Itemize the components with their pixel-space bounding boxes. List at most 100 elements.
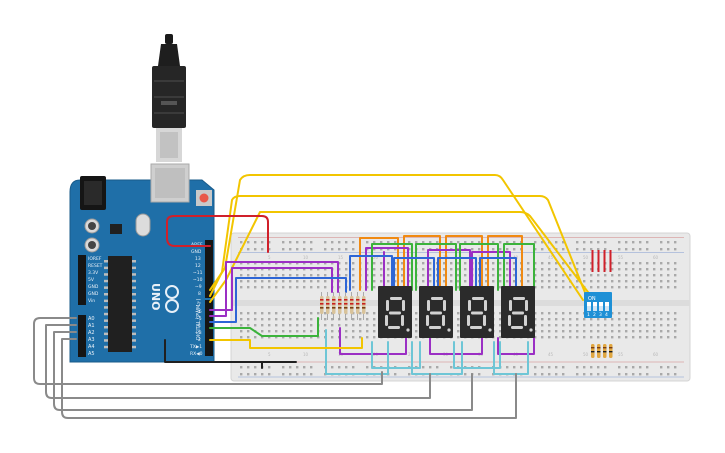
breadboard-hole[interactable] (667, 268, 670, 271)
breadboard-hole[interactable] (317, 274, 320, 277)
breadboard-hole[interactable] (275, 330, 278, 333)
breadboard-hole[interactable] (576, 248, 579, 251)
breadboard-hole[interactable] (618, 318, 621, 321)
breadboard-hole[interactable] (632, 280, 635, 283)
breadboard-hole[interactable] (394, 280, 397, 283)
wire-orange[interactable] (359, 237, 399, 291)
breadboard-hole[interactable] (576, 336, 579, 339)
breadboard-hole[interactable] (548, 262, 551, 265)
breadboard-hole[interactable] (548, 330, 551, 333)
breadboard-hole[interactable] (296, 373, 299, 376)
breadboard-hole[interactable] (240, 286, 243, 289)
breadboard-hole[interactable] (660, 312, 663, 315)
breadboard-hole[interactable] (247, 262, 250, 265)
breadboard-hole[interactable] (289, 262, 292, 265)
breadboard-hole[interactable] (254, 324, 257, 327)
breadboard-hole[interactable] (667, 373, 670, 376)
breadboard-hole[interactable] (464, 268, 467, 271)
breadboard-hole[interactable] (555, 312, 558, 315)
pull-down-resistors[interactable] (591, 250, 613, 358)
breadboard-hole[interactable] (597, 373, 600, 376)
breadboard-hole[interactable] (632, 366, 635, 369)
breadboard-hole[interactable] (590, 248, 593, 251)
breadboard-hole[interactable] (303, 373, 306, 376)
breadboard-hole[interactable] (562, 274, 565, 277)
breadboard-hole[interactable] (289, 268, 292, 271)
breadboard-hole[interactable] (646, 318, 649, 321)
breadboard-hole[interactable] (268, 274, 271, 277)
wire-teal[interactable] (453, 341, 501, 369)
breadboard-hole[interactable] (289, 373, 292, 376)
breadboard-hole[interactable] (275, 318, 278, 321)
wire-green[interactable] (503, 243, 535, 291)
breadboard-hole[interactable] (618, 336, 621, 339)
breadboard-hole[interactable] (387, 274, 390, 277)
breadboard-hole[interactable] (520, 366, 523, 369)
wire-purple[interactable] (209, 261, 339, 317)
breadboard-hole[interactable] (268, 248, 271, 251)
breadboard-hole[interactable] (436, 241, 439, 244)
breadboard-hole[interactable] (275, 324, 278, 327)
breadboard-hole[interactable] (331, 330, 334, 333)
breadboard-hole[interactable] (583, 268, 586, 271)
breadboard-hole[interactable] (401, 280, 404, 283)
breadboard-hole[interactable] (506, 262, 509, 265)
breadboard-hole[interactable] (555, 330, 558, 333)
breadboard-hole[interactable] (268, 286, 271, 289)
breadboard-hole[interactable] (317, 336, 320, 339)
breadboard-hole[interactable] (408, 274, 411, 277)
breadboard-hole[interactable] (604, 336, 607, 339)
breadboard-hole[interactable] (534, 280, 537, 283)
breadboard-hole[interactable] (324, 324, 327, 327)
breadboard-hole[interactable] (541, 280, 544, 283)
breadboard-hole[interactable] (366, 286, 369, 289)
breadboard-hole[interactable] (324, 274, 327, 277)
breadboard-hole[interactable] (667, 324, 670, 327)
breadboard-hole[interactable] (674, 324, 677, 327)
resistor[interactable] (338, 296, 342, 314)
wire-purple[interactable] (427, 249, 471, 291)
breadboard-hole[interactable] (611, 286, 614, 289)
breadboard-hole[interactable] (604, 286, 607, 289)
breadboard-hole[interactable] (541, 312, 544, 315)
breadboard-hole[interactable] (674, 330, 677, 333)
breadboard-hole[interactable] (366, 336, 369, 339)
breadboard-hole[interactable] (632, 318, 635, 321)
breadboard-hole[interactable] (289, 330, 292, 333)
breadboard-hole[interactable] (534, 330, 537, 333)
breadboard-hole[interactable] (303, 262, 306, 265)
breadboard-hole[interactable] (562, 241, 565, 244)
breadboard-hole[interactable] (261, 280, 264, 283)
breadboard-hole[interactable] (450, 280, 453, 283)
wire-grey[interactable] (61, 338, 517, 419)
breadboard-hole[interactable] (660, 336, 663, 339)
breadboard-hole[interactable] (618, 330, 621, 333)
breadboard-hole[interactable] (324, 280, 327, 283)
breadboard-hole[interactable] (464, 274, 467, 277)
breadboard-hole[interactable] (387, 248, 390, 251)
breadboard-hole[interactable] (373, 286, 376, 289)
breadboard-hole[interactable] (597, 280, 600, 283)
breadboard-hole[interactable] (653, 318, 656, 321)
breadboard-hole[interactable] (422, 241, 425, 244)
breadboard-hole[interactable] (555, 268, 558, 271)
breadboard-hole[interactable] (674, 241, 677, 244)
breadboard-hole[interactable] (401, 262, 404, 265)
breadboard-hole[interactable] (534, 274, 537, 277)
breadboard-hole[interactable] (303, 274, 306, 277)
breadboard-hole[interactable] (597, 336, 600, 339)
breadboard-hole[interactable] (373, 262, 376, 265)
wire-black[interactable] (164, 339, 297, 363)
breadboard-hole[interactable] (317, 262, 320, 265)
breadboard-hole[interactable] (667, 274, 670, 277)
breadboard-hole[interactable] (261, 318, 264, 321)
breadboard-hole[interactable] (275, 286, 278, 289)
breadboard-hole[interactable] (667, 366, 670, 369)
breadboard-hole[interactable] (618, 248, 621, 251)
breadboard-hole[interactable] (674, 268, 677, 271)
wire-teal[interactable] (325, 329, 389, 375)
breadboard-hole[interactable] (499, 241, 502, 244)
wires[interactable] (33, 174, 595, 419)
breadboard-hole[interactable] (310, 262, 313, 265)
